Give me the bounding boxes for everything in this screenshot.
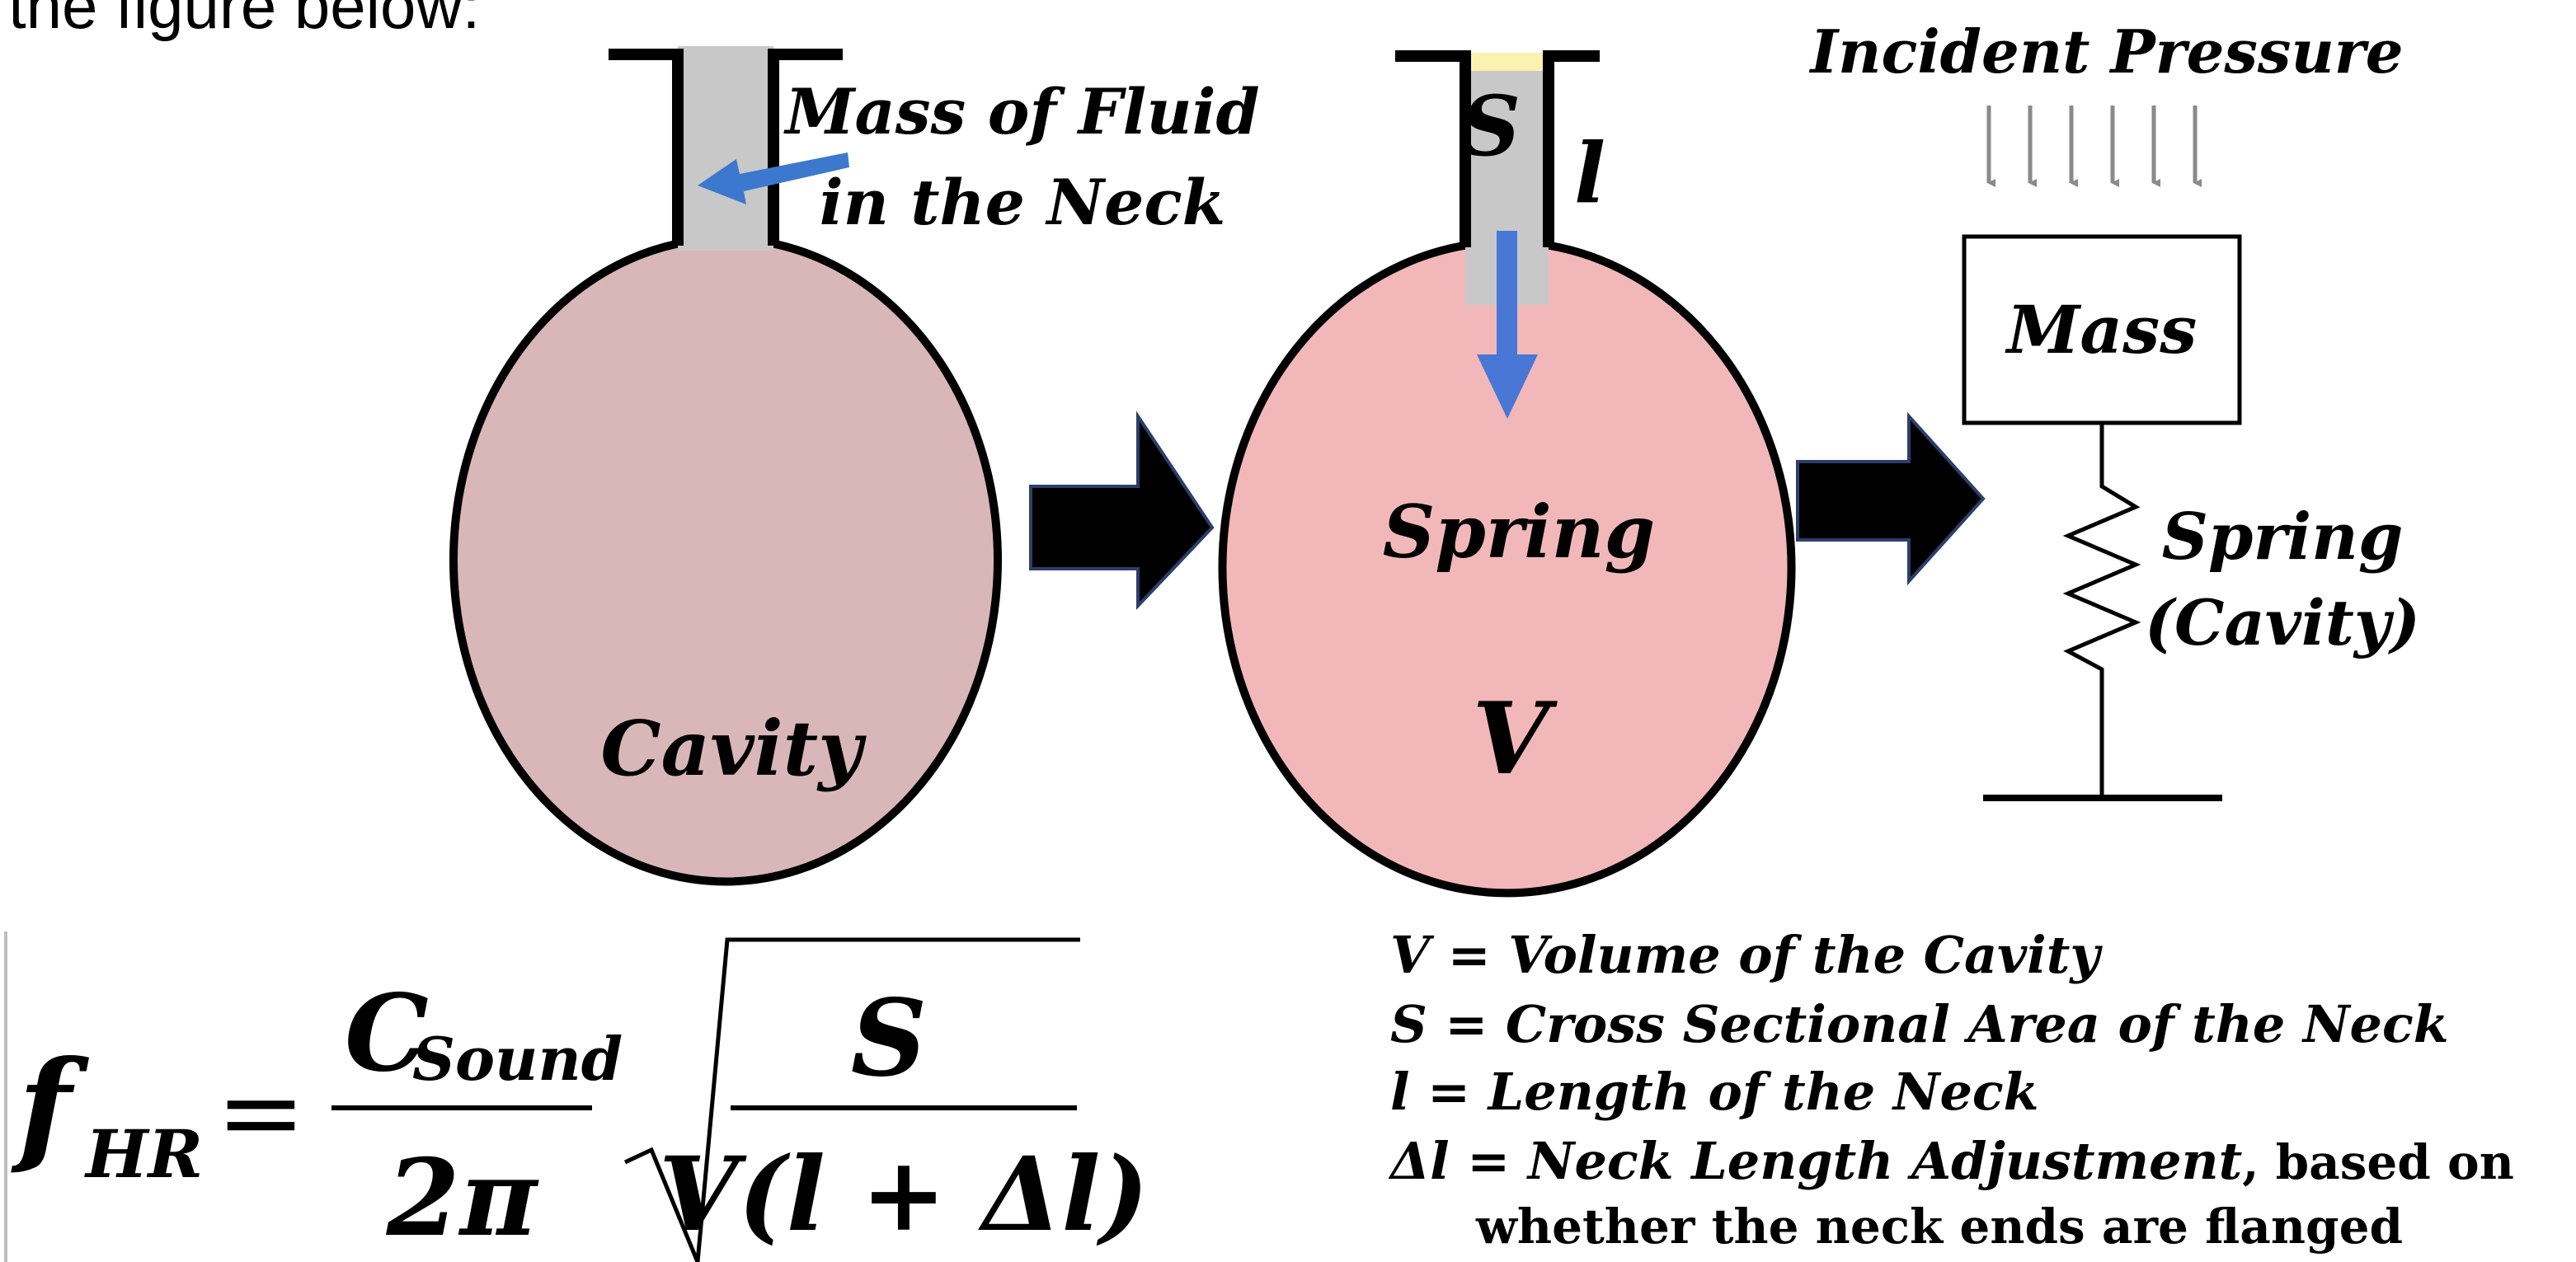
formula-radical-sign xyxy=(623,937,1080,1262)
panel-mass-spring: S l Spring V xyxy=(1218,50,1796,898)
formula-two-pi: 2π xyxy=(386,1137,539,1260)
panel-mass-spring-model: Incident Pressure Mass Spring (Cavity) xyxy=(1808,16,2420,801)
legend-cross-section-line: S = Cross Sectional Area of the Neck xyxy=(1390,994,2449,1054)
legend-adjustment-based-on: , based on xyxy=(2242,1134,2514,1190)
legend-flanged-line: whether the neck ends are flanged xyxy=(1475,1199,2403,1255)
cavity-label: Cavity xyxy=(600,704,867,793)
v-label: V xyxy=(1472,681,1558,797)
fluid-arrow-icon xyxy=(698,152,849,204)
neck2-left-wall xyxy=(1395,50,1471,247)
mass-box xyxy=(1962,234,2242,425)
helmholtz-formula: f HR = C Sound 2π S V(l + Δl) xyxy=(4,931,1149,1262)
panel-resonator: Mass of Fluid in the Neck Cavity xyxy=(449,46,1260,886)
neck-left-wall xyxy=(609,49,684,246)
formula-v-l-dl: V(l + Δl) xyxy=(659,1135,1149,1255)
s-label: S xyxy=(1461,77,1521,175)
spring-zigzag-icon xyxy=(2062,423,2141,798)
in-the-neck-label: in the Neck xyxy=(820,166,1226,239)
legend-adjustment-term: Δl = Neck Length Adjustment xyxy=(1388,1131,2243,1191)
cavity-model-label: (Cavity) xyxy=(2145,586,2420,659)
legend-volume-line: V = Volume of the Cavity xyxy=(1390,925,2103,985)
formula-s: S xyxy=(851,977,927,1100)
spring-model-label: Spring xyxy=(2162,500,2404,575)
neck-fluid xyxy=(678,46,773,251)
legend-adjustment-line: Δl = Neck Length Adjustment, based on xyxy=(1388,1131,2514,1191)
cavity-bulb-spring xyxy=(1218,242,1796,898)
l-label: l xyxy=(1574,124,1605,222)
formula-hr-subscript: HR xyxy=(84,1115,203,1193)
transition-arrow-1-icon xyxy=(1029,411,1215,611)
mass-label: Mass xyxy=(2005,291,2197,368)
mass-of-fluid-label: Mass of Fluid xyxy=(783,75,1259,148)
header-fragment-text: the figure below: xyxy=(8,0,480,42)
formula-c: C xyxy=(345,972,429,1095)
formula-sound-subscript: Sound xyxy=(412,1024,623,1094)
spring-label: Spring xyxy=(1383,489,1655,575)
transition-arrow-2-icon xyxy=(1796,411,1986,586)
variable-legend: V = Volume of the Cavity S = Cross Secti… xyxy=(1388,925,2514,1255)
cavity-bulb xyxy=(449,240,1002,886)
incident-pressure-label: Incident Pressure xyxy=(1808,16,2403,87)
push-down-arrow-icon xyxy=(1477,231,1538,419)
neck-top-layer xyxy=(1465,53,1549,71)
neck2-right-wall xyxy=(1543,50,1600,247)
formula-f: f xyxy=(11,1034,89,1179)
incident-pressure-arrows-icon xyxy=(1986,106,2202,187)
legend-length-line: l = Length of the Neck xyxy=(1390,1062,2039,1122)
formula-equals: = xyxy=(216,1049,306,1175)
